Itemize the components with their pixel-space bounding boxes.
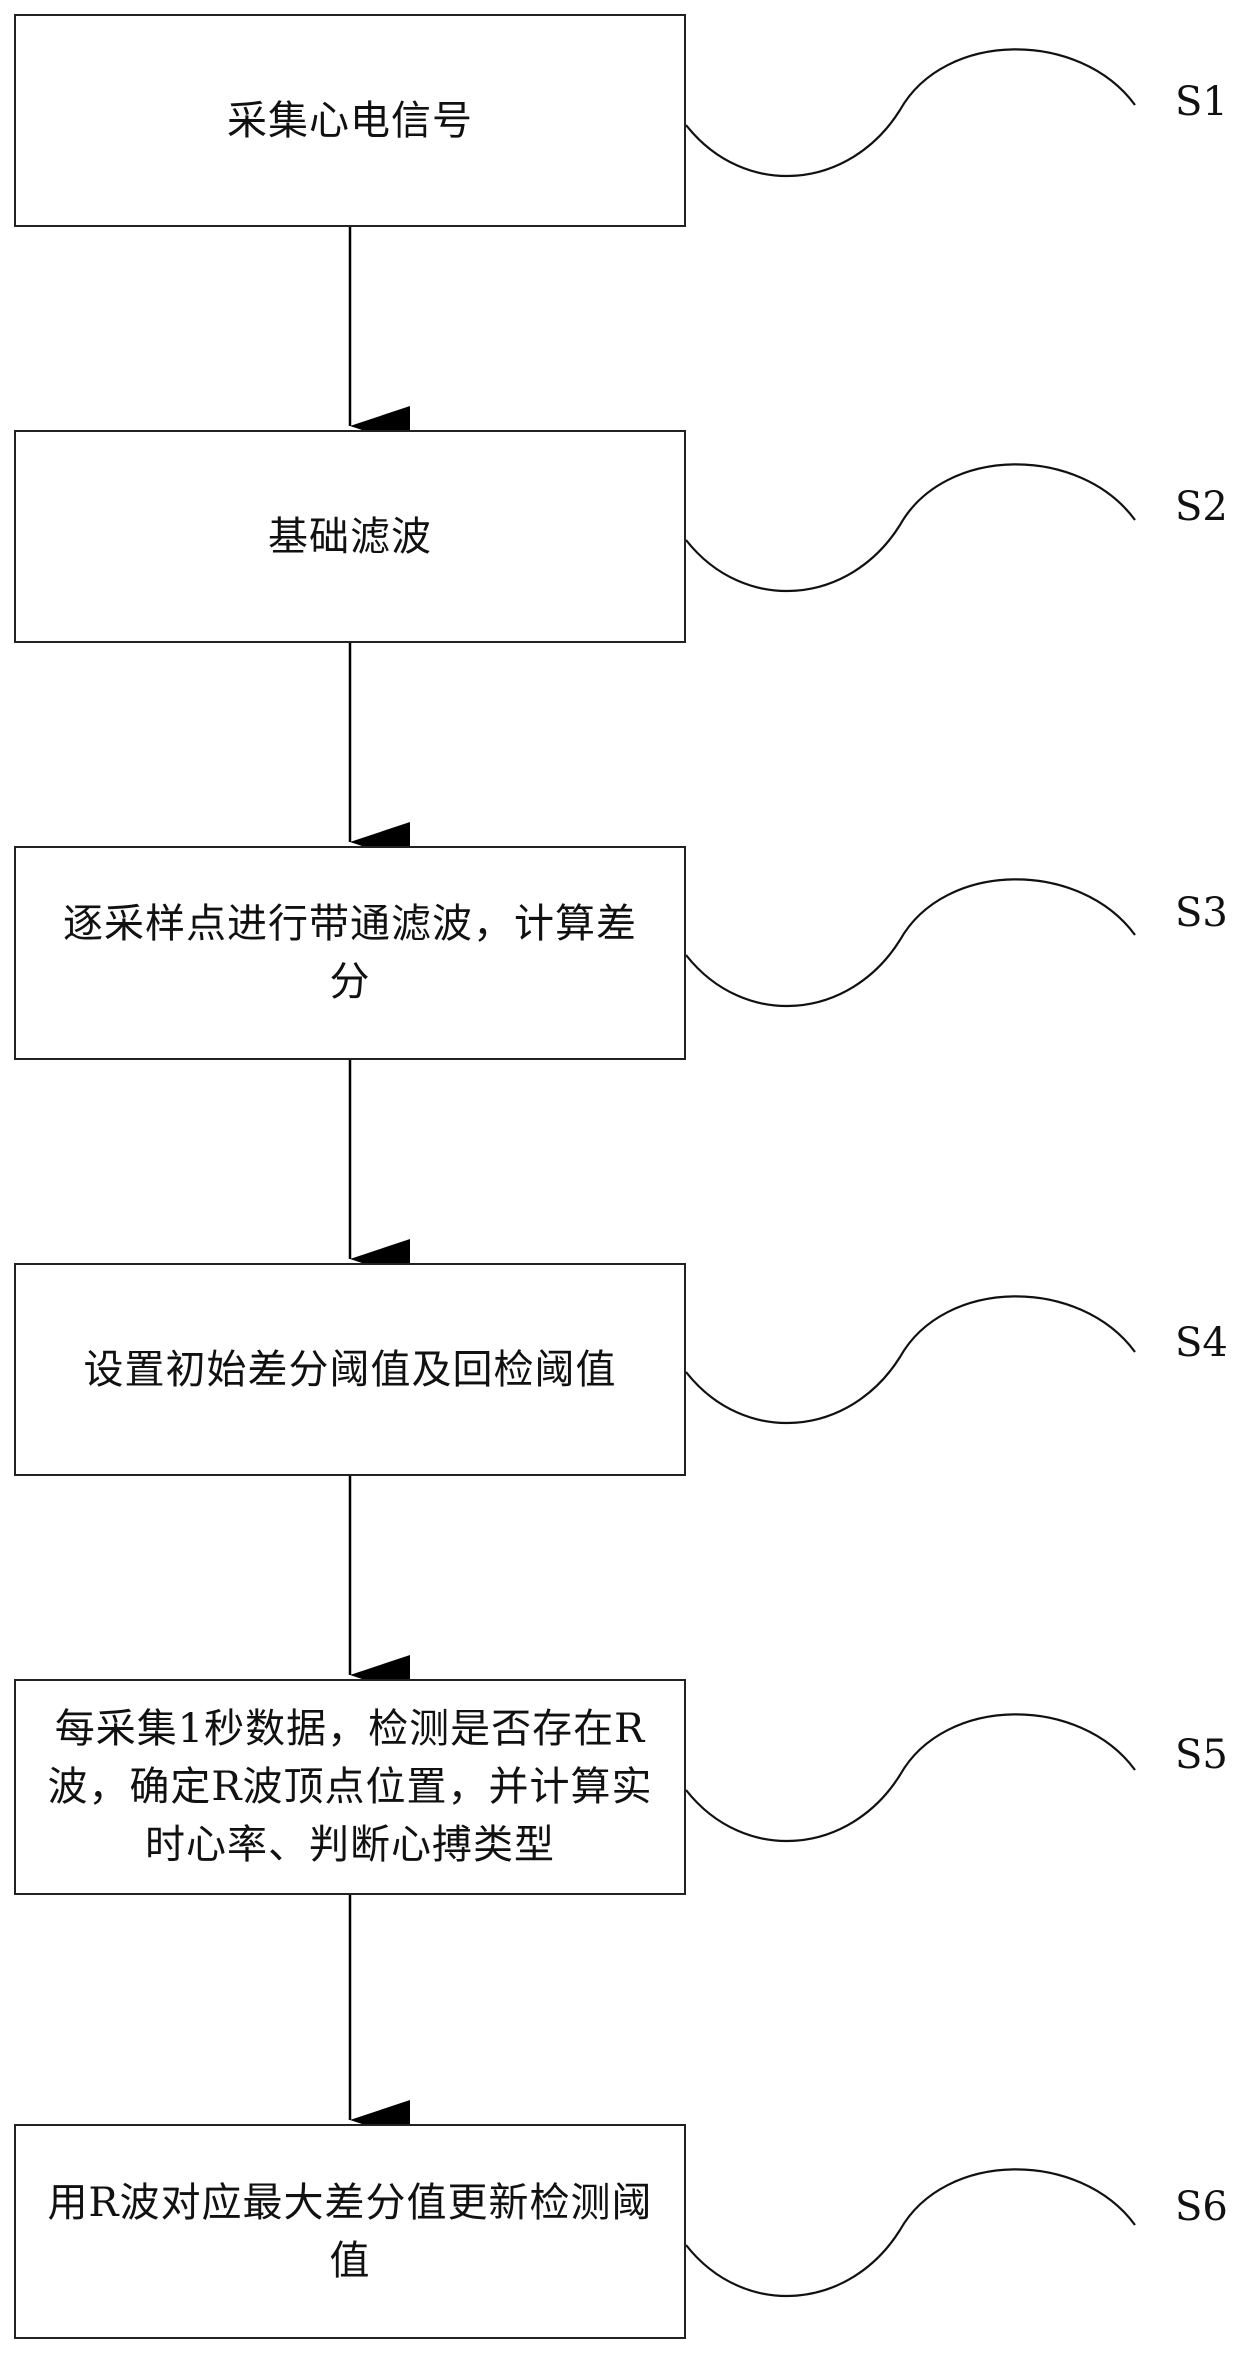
- step-text-s1: 采集心电信号: [227, 92, 473, 150]
- step-label-s5: S5: [1175, 1735, 1228, 1775]
- leader-s3: [686, 879, 1135, 1006]
- step-label-s6: S6: [1175, 2187, 1228, 2227]
- step-box-s4: 设置初始差分阈值及回检阈值: [14, 1263, 686, 1476]
- leader-s1: [686, 49, 1135, 176]
- leader-s6: [686, 2169, 1135, 2296]
- step-box-s3: 逐采样点进行带通滤波，计算差分: [14, 846, 686, 1060]
- step-box-s6: 用R波对应最大差分值更新检测阈值: [14, 2124, 686, 2339]
- step-text-s6: 用R波对应最大差分值更新检测阈值: [46, 2174, 654, 2290]
- step-text-s3: 逐采样点进行带通滤波，计算差分: [46, 895, 654, 1011]
- step-box-s1: 采集心电信号: [14, 14, 686, 227]
- step-label-s4: S4: [1175, 1323, 1228, 1363]
- step-label-s2: S2: [1175, 487, 1228, 527]
- step-text-s4: 设置初始差分阈值及回检阈值: [84, 1341, 617, 1399]
- step-box-s5: 每采集1秒数据，检测是否存在R波，确定R波顶点位置，并计算实时心率、判断心搏类型: [14, 1679, 686, 1895]
- step-text-s2: 基础滤波: [268, 508, 432, 566]
- step-label-s1: S1: [1175, 82, 1228, 122]
- step-text-s5: 每采集1秒数据，检测是否存在R波，确定R波顶点位置，并计算实时心率、判断心搏类型: [46, 1700, 654, 1874]
- step-box-s2: 基础滤波: [14, 430, 686, 643]
- leader-s4: [686, 1296, 1135, 1423]
- step-label-s3: S3: [1175, 893, 1228, 933]
- leader-s2: [686, 464, 1135, 591]
- leader-s5: [686, 1714, 1135, 1841]
